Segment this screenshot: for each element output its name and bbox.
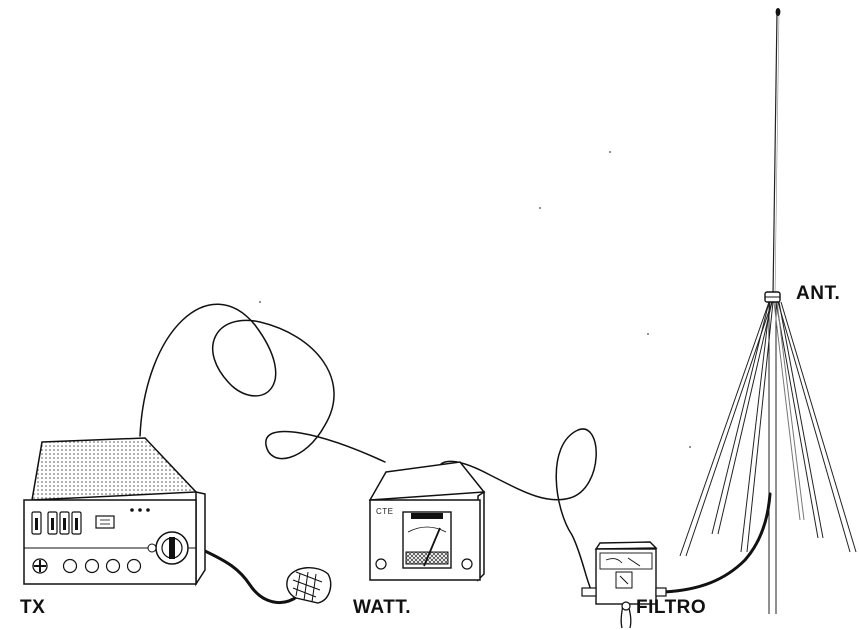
transceiver-sliders xyxy=(31,511,82,535)
wattmeter-brand: CTE xyxy=(376,507,394,516)
antenna xyxy=(679,8,857,614)
transceiver-side xyxy=(195,491,206,587)
transceiver-speaker-grille xyxy=(31,437,198,501)
wattmeter-left-knob xyxy=(375,558,387,570)
wattmeter-top xyxy=(368,461,486,501)
wattmeter-right-knob xyxy=(461,558,473,570)
wattmeter-needle xyxy=(423,527,441,567)
microphone-cord xyxy=(192,544,300,605)
transceiver xyxy=(23,437,206,587)
filter-top xyxy=(594,541,658,550)
microphone xyxy=(286,567,332,604)
antenna-tip xyxy=(775,8,781,16)
coax-cables xyxy=(139,303,772,605)
cable-watt-filter xyxy=(437,428,597,593)
ground-radials xyxy=(679,301,857,557)
cable-tx-watt xyxy=(139,303,386,463)
transceiver-leds xyxy=(130,508,150,512)
filter-output-connector xyxy=(655,587,667,597)
transceiver-knobs xyxy=(62,558,142,574)
cable-filter-antenna xyxy=(662,492,772,594)
wattmeter: CTE xyxy=(368,461,486,582)
filter xyxy=(581,541,667,629)
transceiver-meter xyxy=(95,515,115,529)
label-watt: WATT. xyxy=(353,597,412,618)
antenna-whip xyxy=(772,11,778,297)
filter-input-connector xyxy=(581,587,597,597)
label-tx: TX xyxy=(20,597,46,618)
label-ant: ANT. xyxy=(796,283,841,304)
antenna-mast xyxy=(768,302,777,614)
print-specks xyxy=(259,151,691,448)
label-filtro: FILTRO xyxy=(636,597,707,618)
